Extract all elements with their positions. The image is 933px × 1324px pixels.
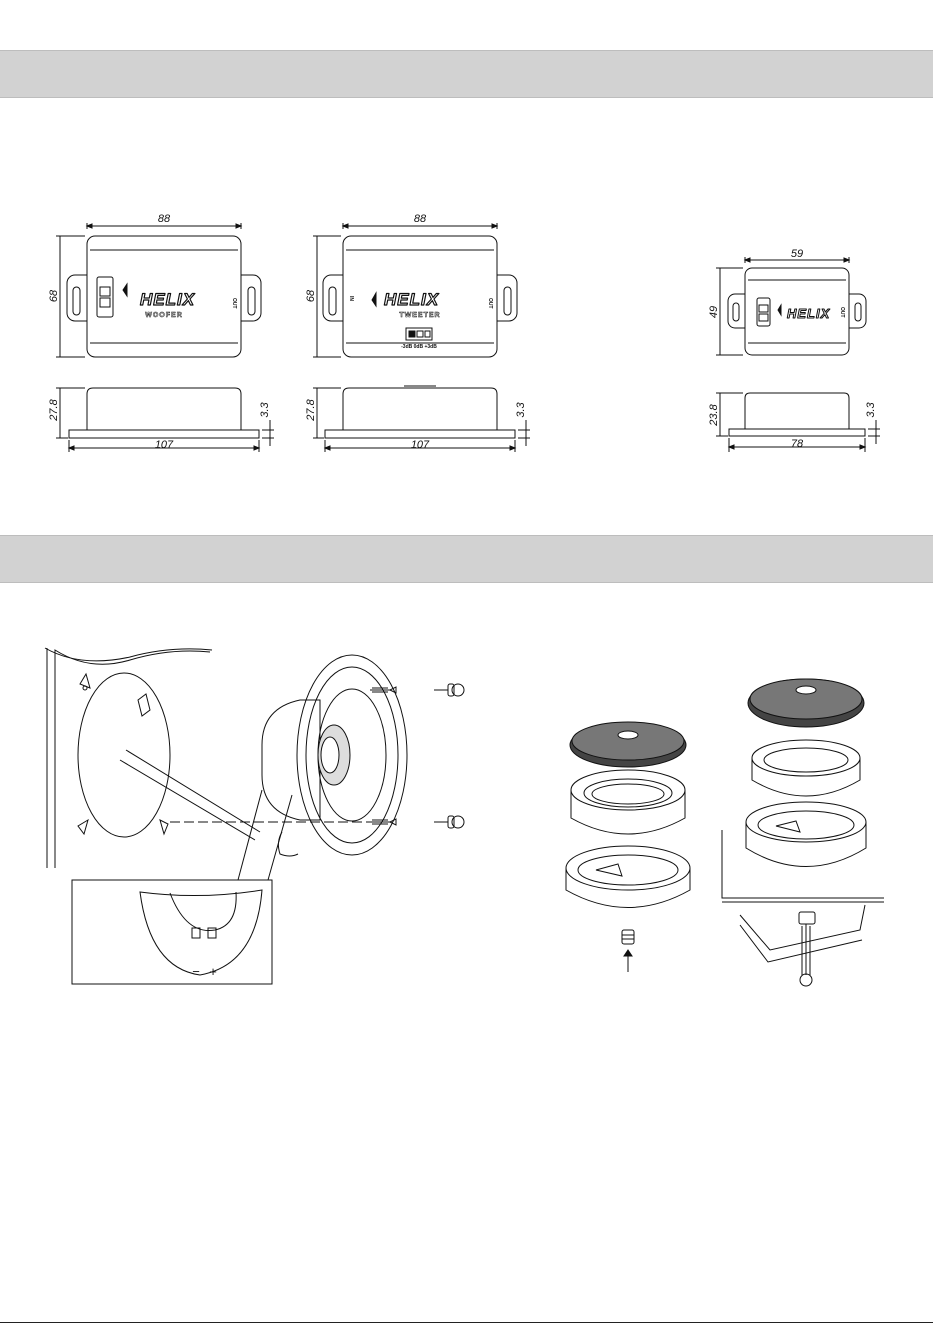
woofer-speaker-frame [297,655,407,855]
woofer-length-dim: 107 [155,439,174,451]
door-cutout [78,673,170,837]
tweeter-depth-dim: 27.8 [305,398,317,421]
section-header-band-2 [0,535,933,583]
woofer-label: WOOFER [145,312,183,319]
tweeter-body-right [752,740,860,796]
mount-screw-left [622,930,634,972]
tweeter-flange-dim: 3.3 [515,401,527,417]
tweeter-body-left [571,770,685,834]
tweeter-grille-right [748,679,864,727]
small-depth-dim: 23.8 [708,403,720,426]
terminal-minus: − [192,964,200,979]
woofer-flange-dim: 3.3 [259,401,271,417]
door-panel-edge [47,648,210,868]
tweeter-out-label: OUT [487,298,493,309]
tweeter-label: TWEETER [399,312,440,319]
woofer-out-label: OUT [231,298,237,309]
mount-screw-right [799,912,815,986]
tweeter-cup-right [746,802,866,867]
crossover-dimension-drawing: 88 68 HELIX WOOFER OUT 27.8 3.3 107 [0,205,933,465]
tweeter-length-dim: 107 [411,439,430,451]
footer-rule [0,1322,933,1323]
small-out-label: OUT [839,307,845,318]
tweeter-grille-left [570,722,686,767]
woofer-width-dim: 88 [158,213,171,225]
woofer-brand-logo: HELIX [140,290,196,309]
tweeter-width-dim: 88 [414,213,427,225]
tweeter-brand-logo: HELIX [384,290,440,309]
section-header-band-1 [0,50,933,98]
small-brand-logo: HELIX [787,306,831,321]
tweeter-mounting-illustration [555,670,895,990]
tweeter-switch-settings: -3dB 0dB +3dB [401,344,437,350]
tweeter-height-dim: 68 [305,289,317,302]
tweeter-cup-left [566,846,690,908]
screw-top [370,684,464,696]
woofer-height-dim: 68 [48,289,60,302]
small-width-dim: 59 [791,248,803,260]
tweeter-in-label: IN [348,296,354,301]
speaker-cable [120,750,260,840]
woofer-mounting-illustration: − + [30,630,480,990]
small-length-dim: 78 [791,438,804,450]
small-height-dim: 49 [708,306,720,318]
woofer-depth-dim: 27.8 [48,398,60,421]
small-flange-dim: 3.3 [865,401,877,417]
terminal-plus: + [209,964,217,979]
woofer-speaker-basket [262,700,320,820]
